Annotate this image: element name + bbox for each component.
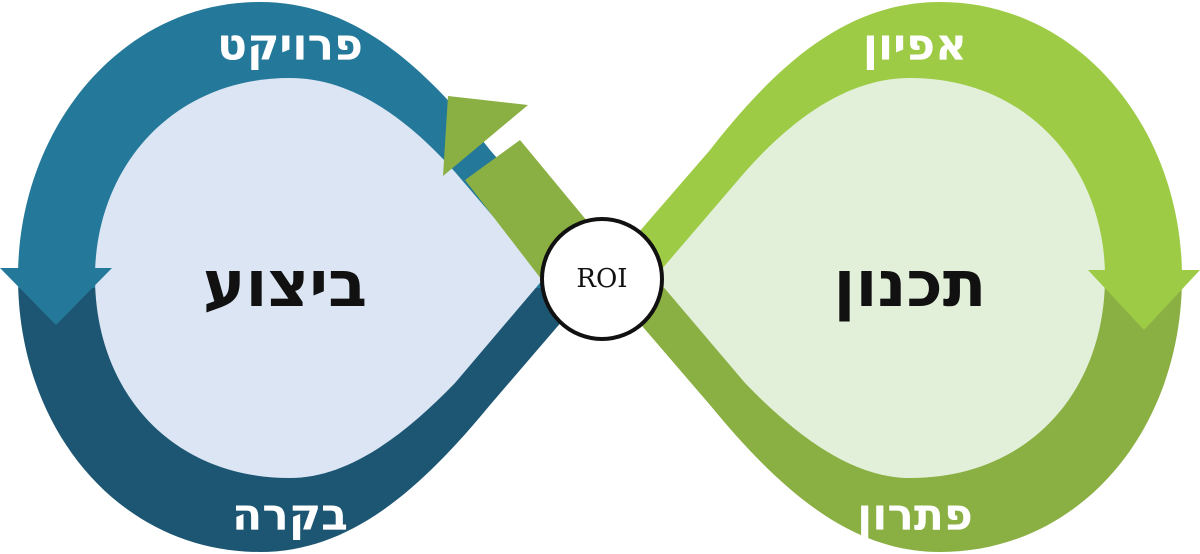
- roi-circle: ROI: [540, 217, 664, 341]
- left-center-label: ביצוע: [202, 248, 368, 322]
- up-left-arrow-icon: [443, 96, 528, 176]
- left-down-arrow-icon: [0, 268, 112, 325]
- left-bottom-label: בקרה: [232, 489, 348, 541]
- roi-label: ROI: [576, 264, 628, 294]
- left-top-label: פרויקט: [217, 19, 363, 71]
- left-loop-inner: [95, 78, 545, 478]
- right-bottom-label: פתרון: [857, 489, 973, 541]
- right-loop: [600, 2, 1200, 552]
- right-top-label: אפיון: [862, 19, 968, 71]
- right-center-label: תכנון: [833, 248, 987, 322]
- right-down-arrow-icon: [1088, 270, 1200, 330]
- right-loop-inner: [655, 78, 1105, 478]
